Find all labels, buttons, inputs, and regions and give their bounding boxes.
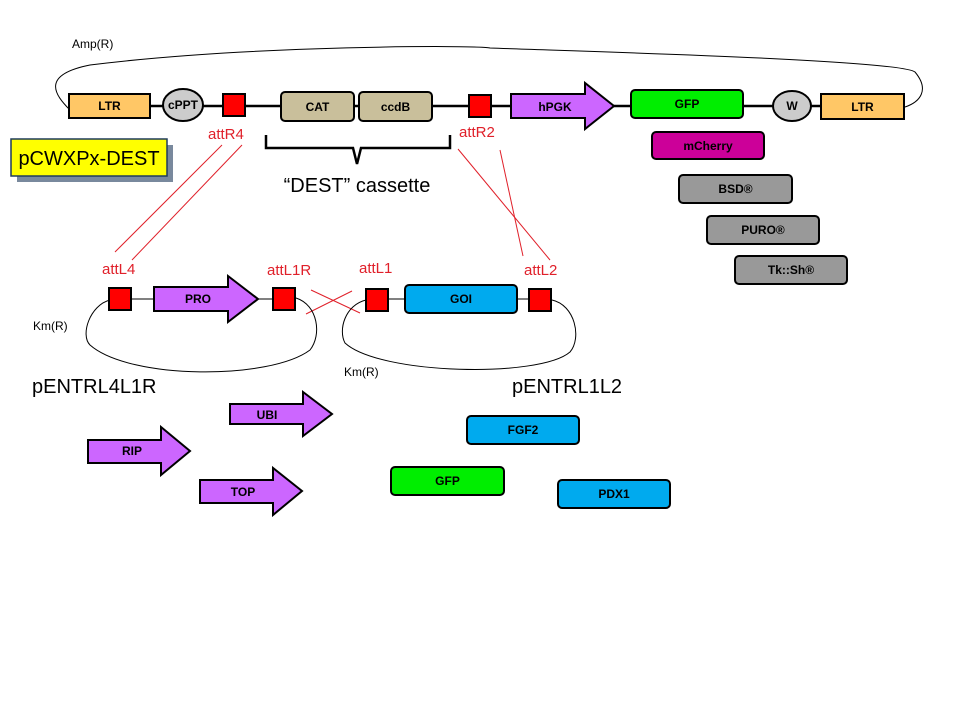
bsd-option[interactable]: BSD® <box>678 174 793 204</box>
gfp-reporter[interactable]: GFP <box>630 89 744 119</box>
svg-text:ccdB: ccdB <box>381 100 411 114</box>
amp-r-label: Amp(R) <box>72 37 113 51</box>
dest-backbone-arc <box>55 46 923 111</box>
svg-text:UBI: UBI <box>257 408 278 422</box>
svg-text:FGF2: FGF2 <box>508 423 539 437</box>
svg-text:RIP: RIP <box>122 444 142 458</box>
gfp-gene-option[interactable]: GFP <box>390 466 505 496</box>
svg-text:TOP: TOP <box>231 485 255 499</box>
ubi-promoter-option[interactable]: UBI <box>229 389 334 439</box>
attl4-label: attL4 <box>102 261 135 278</box>
l1l2-backbone-arc <box>341 299 577 370</box>
ltr-right[interactable]: LTR <box>820 93 905 120</box>
wpre-element[interactable]: W <box>772 90 812 122</box>
svg-text:mCherry: mCherry <box>683 139 733 153</box>
pro-promoter-arrow[interactable]: PRO <box>153 273 260 325</box>
svg-text:W: W <box>786 99 798 113</box>
svg-text:LTR: LTR <box>851 100 874 114</box>
cat-element[interactable]: CAT <box>280 91 355 122</box>
l4l1r-km-label: Km(R) <box>33 319 68 333</box>
attl4-site[interactable] <box>108 287 132 311</box>
dest-cassette-label: “DEST” cassette <box>284 175 431 197</box>
dest-cassette-brace <box>264 135 452 165</box>
svg-text:GFP: GFP <box>675 97 700 111</box>
attr2-label: attR2 <box>459 124 495 141</box>
attl1r-label: attL1R <box>267 262 311 279</box>
ltr-left[interactable]: LTR <box>68 93 151 119</box>
attr4-site[interactable] <box>222 93 246 117</box>
attl2-site[interactable] <box>528 288 552 312</box>
svg-text:GFP: GFP <box>435 474 460 488</box>
attl1-site[interactable] <box>365 288 389 312</box>
puro-option[interactable]: PURO® <box>706 215 820 245</box>
svg-text:hPGK: hPGK <box>538 100 572 114</box>
svg-text:PDX1: PDX1 <box>598 487 630 501</box>
mcherry-option[interactable]: mCherry <box>651 131 765 160</box>
svg-text:Tk::Sh®: Tk::Sh® <box>768 263 814 277</box>
l4l1r-plasmid-name: pENTRL4L1R <box>32 376 157 398</box>
attr4-label: attR4 <box>208 126 244 143</box>
cppt-element[interactable]: cPPT <box>162 88 204 122</box>
attl1r-site[interactable] <box>272 287 296 311</box>
attr2-site[interactable] <box>468 94 492 118</box>
svg-text:CAT: CAT <box>306 100 330 114</box>
svg-text:PURO®: PURO® <box>741 223 785 237</box>
hpgk-promoter-arrow[interactable]: hPGK <box>510 80 616 132</box>
tksh-option[interactable]: Tk::Sh® <box>734 255 848 285</box>
l1l2-plasmid-name: pENTRL1L2 <box>512 376 622 398</box>
svg-text:LTR: LTR <box>98 99 121 113</box>
attl2-label: attL2 <box>524 262 557 279</box>
svg-text:cPPT: cPPT <box>168 98 199 112</box>
goi-insert[interactable]: GOI <box>404 284 518 314</box>
svg-text:GOI: GOI <box>450 292 472 306</box>
dest-vector-title-box: pCWXPx-DEST <box>10 138 173 182</box>
svg-text:BSD®: BSD® <box>718 182 752 196</box>
l1l2-km-label: Km(R) <box>344 365 379 379</box>
rip-promoter-option[interactable]: RIP <box>87 424 192 478</box>
ccdb-element[interactable]: ccdB <box>358 91 433 122</box>
svg-text:pCWXPx-DEST: pCWXPx-DEST <box>18 148 159 170</box>
pdx1-gene-option[interactable]: PDX1 <box>557 479 671 509</box>
attl1-label: attL1 <box>359 260 392 277</box>
recombination-lines <box>114 144 551 315</box>
fgf2-gene-option[interactable]: FGF2 <box>466 415 580 445</box>
svg-text:PRO: PRO <box>185 292 211 306</box>
top-promoter-option[interactable]: TOP <box>199 465 304 518</box>
l4l1r-backbone-arc <box>85 297 318 373</box>
